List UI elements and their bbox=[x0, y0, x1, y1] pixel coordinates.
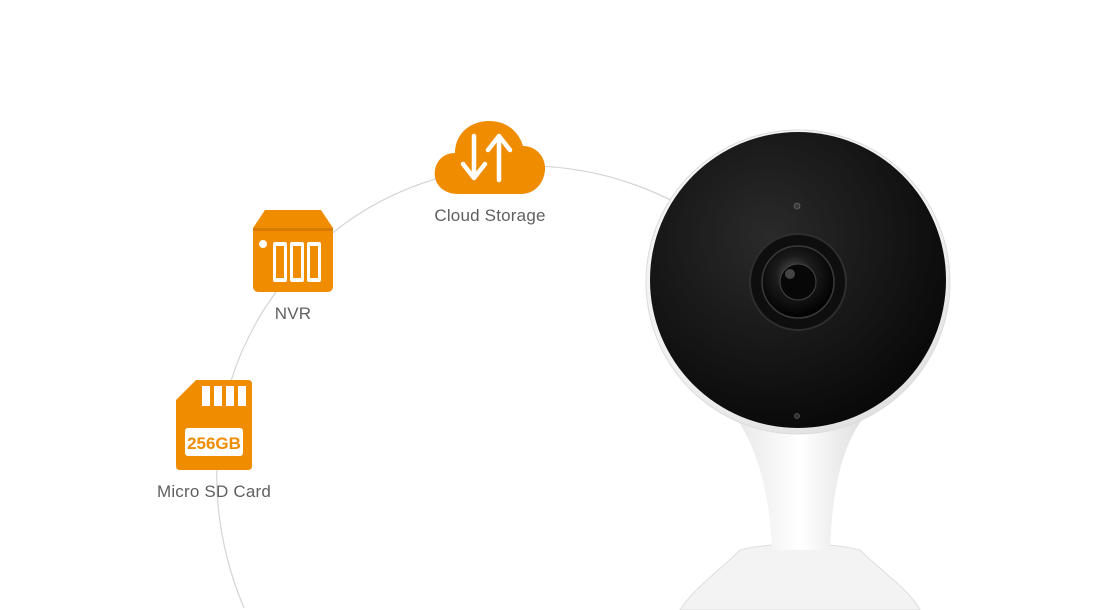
feature-cloud-storage: Cloud Storage bbox=[420, 116, 560, 226]
camera-sensor-dot bbox=[793, 202, 801, 210]
camera-neck bbox=[730, 410, 870, 550]
camera-base bbox=[679, 543, 921, 610]
feature-micro-sd-card: 256GB Micro SD Card bbox=[150, 378, 278, 502]
cloud-upload-download-icon bbox=[434, 121, 546, 194]
feature-nvr: NVR bbox=[233, 206, 353, 324]
nvr-label: NVR bbox=[274, 304, 312, 323]
sd-capacity-text: 256GB bbox=[187, 434, 241, 453]
micro-sd-card-icon: 256GB bbox=[176, 380, 252, 470]
camera-illustration bbox=[645, 129, 951, 610]
micro-sd-card-label: Micro SD Card bbox=[156, 482, 272, 501]
nvr-icon bbox=[253, 210, 333, 292]
camera-mic-dot bbox=[794, 413, 800, 419]
cloud-storage-label: Cloud Storage bbox=[434, 206, 546, 225]
camera-lens bbox=[779, 263, 817, 301]
